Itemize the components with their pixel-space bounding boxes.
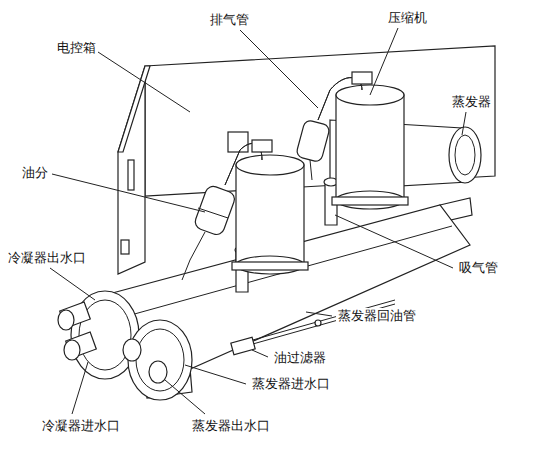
- leader-lines: [50, 28, 466, 414]
- part-label: 冷凝器进水口: [40, 418, 122, 434]
- part-label: 压缩机: [386, 10, 429, 26]
- part-label: 电控箱: [55, 40, 98, 56]
- part-label: 吸气管: [457, 260, 500, 276]
- part-label: 油分: [20, 165, 50, 181]
- discharge-pipes: [182, 72, 372, 280]
- part-label: 蒸发器进水口: [250, 376, 332, 392]
- part-label: 油过滤器: [272, 350, 328, 366]
- part-label: 蒸发器: [450, 94, 493, 110]
- compressor-right: [332, 85, 408, 209]
- part-label: 冷凝器出水口: [6, 250, 88, 266]
- water-heads: [58, 291, 192, 400]
- part-label: 排气管: [208, 12, 251, 28]
- compressor-left: [232, 155, 308, 274]
- part-label: 蒸发器回油管: [336, 308, 418, 324]
- part-label: 蒸发器出水口: [190, 418, 272, 434]
